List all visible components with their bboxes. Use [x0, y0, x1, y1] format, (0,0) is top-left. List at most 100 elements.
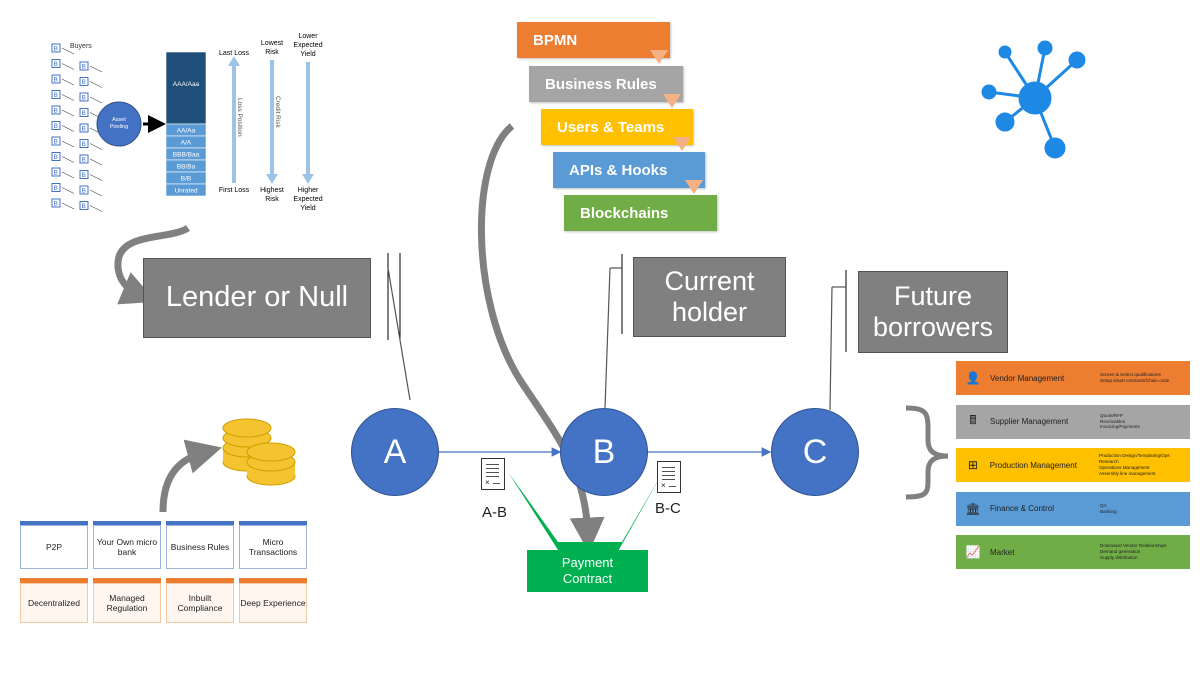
- higher-yield-label-2: Expected: [293, 196, 322, 203]
- management-desc: Screen & Select qualifications Setup sma…: [1100, 372, 1170, 383]
- process-step: Business Rules: [529, 66, 683, 102]
- management-name: Production Management: [989, 460, 1077, 470]
- tranche-band: [165, 51, 207, 125]
- buyer-marker-label: B: [54, 170, 58, 177]
- process-step: BPMN: [517, 22, 670, 58]
- buyer-link: [61, 202, 75, 210]
- contract-ab-label: A-B: [482, 504, 508, 521]
- tranche-label: AA/Aa: [177, 128, 196, 135]
- management-name: Supplier Management: [990, 417, 1069, 426]
- asset-pooling-label-2: Pooling: [110, 124, 128, 130]
- current-holder-box: Current holder: [633, 257, 786, 337]
- buyer-link: [89, 143, 103, 150]
- management-desc: Production Design/Templating/Ops Researc…: [1098, 453, 1170, 476]
- tranche-band: [165, 183, 207, 197]
- management-row[interactable]: 🏛 Finance & Control QA Banking: [956, 491, 1190, 526]
- contract-bc-icon: ×: [657, 461, 681, 493]
- node-b[interactable]: B: [560, 408, 648, 496]
- management-name: Vendor Management: [990, 373, 1065, 383]
- lender-curve-arrow: [114, 224, 190, 305]
- feature-card: Micro Transactions: [239, 525, 307, 569]
- node-c[interactable]: C: [771, 408, 859, 496]
- higher-yield-label-1: Higher: [298, 187, 319, 194]
- buyer-marker-label: B: [82, 157, 86, 164]
- node-a[interactable]: A: [351, 408, 439, 496]
- asset-pooling-label-1: Asset: [112, 117, 126, 123]
- buyer-link: [89, 65, 103, 73]
- buyer-marker: [79, 185, 89, 195]
- buyer-marker-label: B: [54, 201, 58, 208]
- buyer-marker-label: B: [54, 154, 58, 161]
- buyers-label: Buyers: [70, 43, 92, 50]
- highest-risk-label-2: Risk: [265, 196, 279, 203]
- step-down-arrow: [663, 94, 681, 108]
- feature-card: P2P: [20, 525, 88, 569]
- highest-risk-label-1: Highest: [260, 187, 284, 194]
- process-step: Users & Teams: [541, 109, 693, 145]
- current-callout: [604, 267, 611, 409]
- buyer-marker: [51, 105, 61, 115]
- asset-pooling-circle: [96, 101, 142, 147]
- lower-yield-label-3: Yield: [300, 51, 315, 58]
- feature-card: Business Rules: [166, 525, 234, 569]
- buyer-marker: [79, 123, 89, 133]
- buyer-link: [89, 205, 103, 212]
- lender-or-null-box: Lender or Null: [143, 258, 371, 338]
- buyer-marker-label: B: [54, 46, 58, 53]
- lender-callout: [387, 267, 411, 401]
- buyer-marker: [79, 201, 89, 210]
- buyer-link: [61, 109, 75, 117]
- lowest-risk-label-2: Risk: [265, 49, 279, 56]
- lower-yield-label-2: Expected: [293, 42, 322, 49]
- buyer-marker-label: B: [54, 108, 58, 115]
- buyer-marker: [51, 43, 61, 53]
- feature-card-sub: Inbuilt Compliance: [166, 583, 234, 623]
- buyer-link: [61, 187, 75, 194]
- buyer-link: [61, 47, 75, 55]
- tranche-label: AAA/Aaa: [173, 81, 200, 88]
- buyer-marker: [51, 59, 61, 68]
- lowest-risk-label-1: Lowest: [261, 40, 283, 47]
- last-loss-label: Last Loss: [219, 50, 249, 57]
- lower-yield-label-1: Lower: [298, 33, 318, 40]
- buyer-marker-label: B: [54, 185, 58, 192]
- buyer-marker: [79, 61, 89, 71]
- buyer-marker-label: B: [54, 123, 58, 130]
- contract-ab-icon: ×: [481, 458, 505, 490]
- feature-card: Your Own micro bank: [93, 525, 161, 569]
- buyer-link: [61, 125, 75, 132]
- bank-icon: 🏛: [965, 501, 981, 516]
- buyer-marker-label: B: [82, 126, 86, 133]
- management-name: Finance & Control: [990, 504, 1055, 513]
- buyer-marker: [51, 183, 61, 192]
- buyer-link: [89, 189, 103, 197]
- buyer-marker: [79, 139, 89, 148]
- management-desc: QA Banking: [1100, 502, 1117, 514]
- feature-card-sub: Decentralized: [20, 583, 88, 623]
- buyer-marker: [51, 90, 61, 99]
- future-borrowers-box: Future borrowers: [858, 271, 1008, 353]
- buyer-link: [61, 140, 75, 148]
- buyer-marker: [79, 108, 89, 117]
- tranche-label: Unrated: [174, 188, 198, 195]
- step-down-arrow: [650, 50, 668, 64]
- buyer-marker-label: B: [82, 188, 86, 195]
- payment-contract-box[interactable]: Payment Contract: [527, 550, 648, 592]
- step-down-arrow: [685, 180, 703, 194]
- buyer-link: [89, 158, 103, 166]
- trend-chart-icon: 📈: [965, 545, 981, 559]
- process-step: APIs & Hooks: [553, 152, 705, 188]
- register-icon: 🖩: [969, 413, 977, 427]
- buyer-link: [89, 174, 103, 181]
- buyer-marker-label: B: [82, 172, 86, 179]
- tranche-label: BB/Ba: [177, 164, 196, 171]
- buyer-link: [89, 96, 103, 104]
- future-callout: [829, 286, 833, 411]
